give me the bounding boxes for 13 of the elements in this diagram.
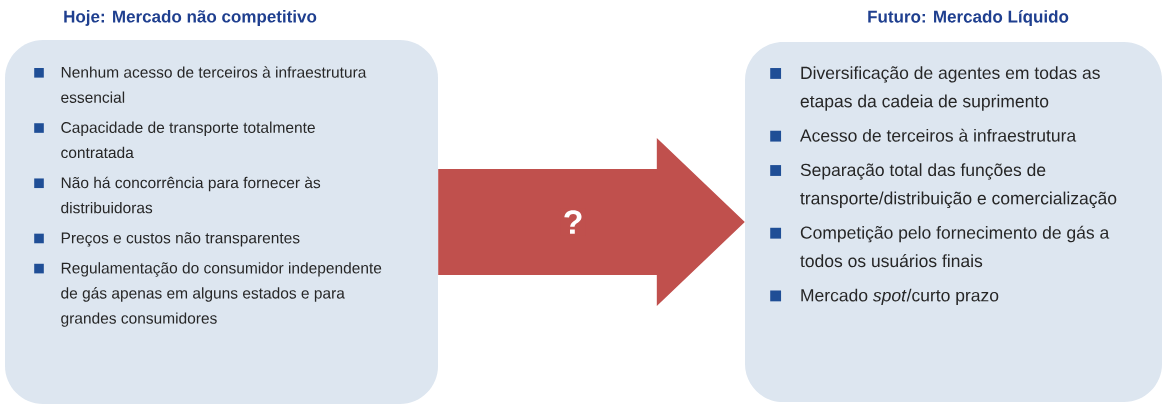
block-arrow	[438, 138, 745, 306]
bullet-item: Diversificação de agentes em todas as etapas da cadeia de suprimento	[770, 66, 1100, 111]
bullet-item: Acesso de terceiros à infraestrutura	[770, 128, 1077, 142]
edge-label: ?	[564, 210, 582, 234]
heading: Hoje: Mercado não competitivo	[64, 10, 317, 26]
heading: Futuro: Mercado Líquido	[868, 10, 1069, 26]
bullet-item: Capacidade de transporte totalmente contratada	[34, 121, 315, 159]
bullet-item: Regulamentação do consumidor independente de gás apenas em alguns estados e para grandes consumidores	[34, 262, 382, 327]
bullet-item: Não há concorrência para fornecer às distribuidoras	[34, 176, 321, 214]
bullet-item: Preços e custos não transparentes	[34, 232, 300, 247]
bullet-item: Separação total das funções de transporte/distribuição e comercialização	[770, 163, 1117, 208]
bullet-item: Nenhum acesso de terceiros à infraestrutura essencial	[34, 66, 367, 103]
bullet-item: Mercado spot/curto prazo	[770, 288, 999, 305]
